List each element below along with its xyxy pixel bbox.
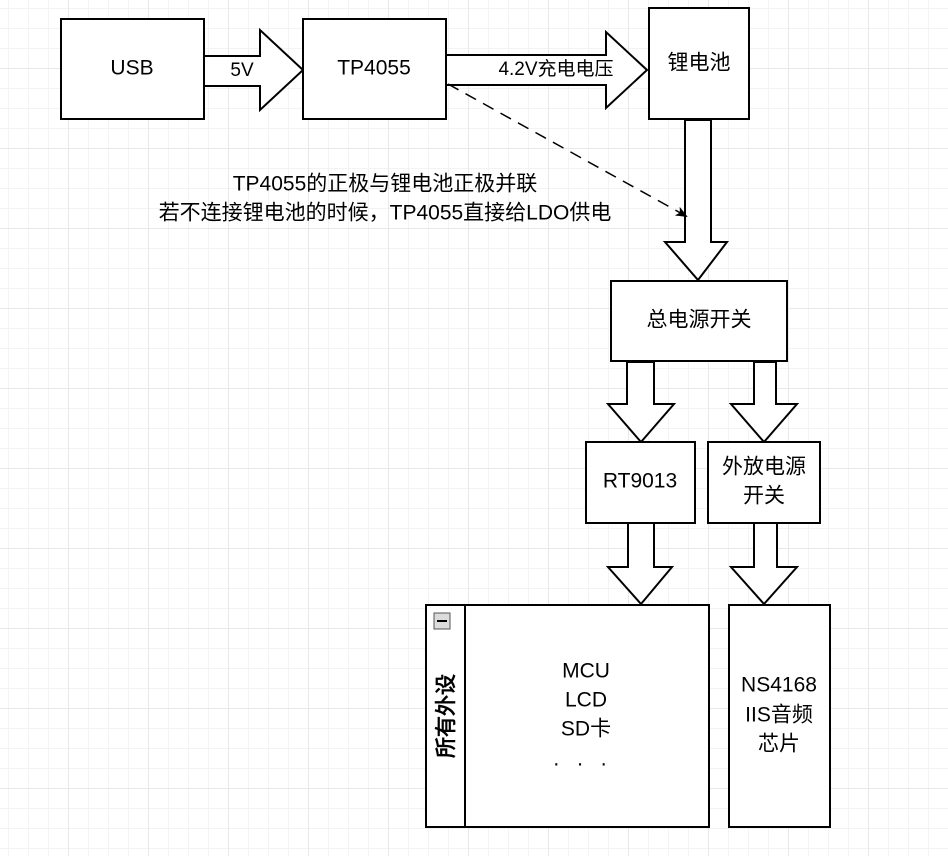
edge-label-5v: 5V — [230, 60, 254, 81]
peripheral-ellipsis: . . . — [553, 748, 612, 771]
battery-label: 锂电池 — [668, 52, 731, 75]
usb-box[interactable] — [60, 18, 205, 120]
edge-label-charge-voltage: 4.2V充电电压 — [498, 58, 613, 80]
minus-square-icon[interactable] — [433, 612, 451, 630]
ns4168-box[interactable] — [728, 604, 831, 828]
tp4055-box[interactable] — [302, 18, 447, 120]
main-switch-box[interactable] — [610, 280, 788, 362]
ns4168-label-3: 芯片 — [758, 733, 800, 756]
arrow-tp4055-to-battery — [445, 29, 649, 111]
peripheral-mcu: MCU — [562, 660, 610, 683]
note-line-2: 若不连接锂电池的时候，TP4055直接给LDO供电 — [159, 202, 612, 225]
peripherals-title: 所有外设 — [434, 674, 458, 758]
peripheral-lcd: LCD — [565, 689, 607, 712]
arrow-switch-to-amp-switch — [728, 361, 800, 444]
rt9013-label: RT9013 — [603, 470, 677, 493]
main-switch-label: 总电源开关 — [647, 309, 752, 332]
ns4168-label-2: IIS音频 — [745, 704, 813, 727]
battery-box[interactable] — [648, 7, 750, 120]
rt9013-box[interactable] — [585, 441, 696, 524]
arrow-switch-to-rt9013 — [605, 361, 677, 444]
arrow-rt9013-to-peripherals — [605, 522, 675, 606]
dashed-parallel-link — [447, 83, 688, 217]
note-line-1: TP4055的正极与锂电池正极并联 — [233, 173, 538, 196]
amp-switch-label-2: 开关 — [743, 485, 785, 508]
ns4168-label-1: NS4168 — [741, 674, 817, 697]
arrow-amp-switch-to-ns4168 — [728, 522, 800, 606]
amp-switch-box[interactable] — [707, 441, 821, 524]
amp-switch-label-1: 外放电源 — [722, 456, 806, 479]
usb-label: USB — [110, 57, 153, 80]
peripheral-sd-card: SD卡 — [561, 718, 611, 741]
arrow-battery-to-switch — [662, 119, 730, 282]
peripherals-container[interactable] — [425, 604, 710, 828]
tp4055-label: TP4055 — [337, 57, 411, 80]
arrow-usb-to-tp4055 — [203, 27, 305, 113]
